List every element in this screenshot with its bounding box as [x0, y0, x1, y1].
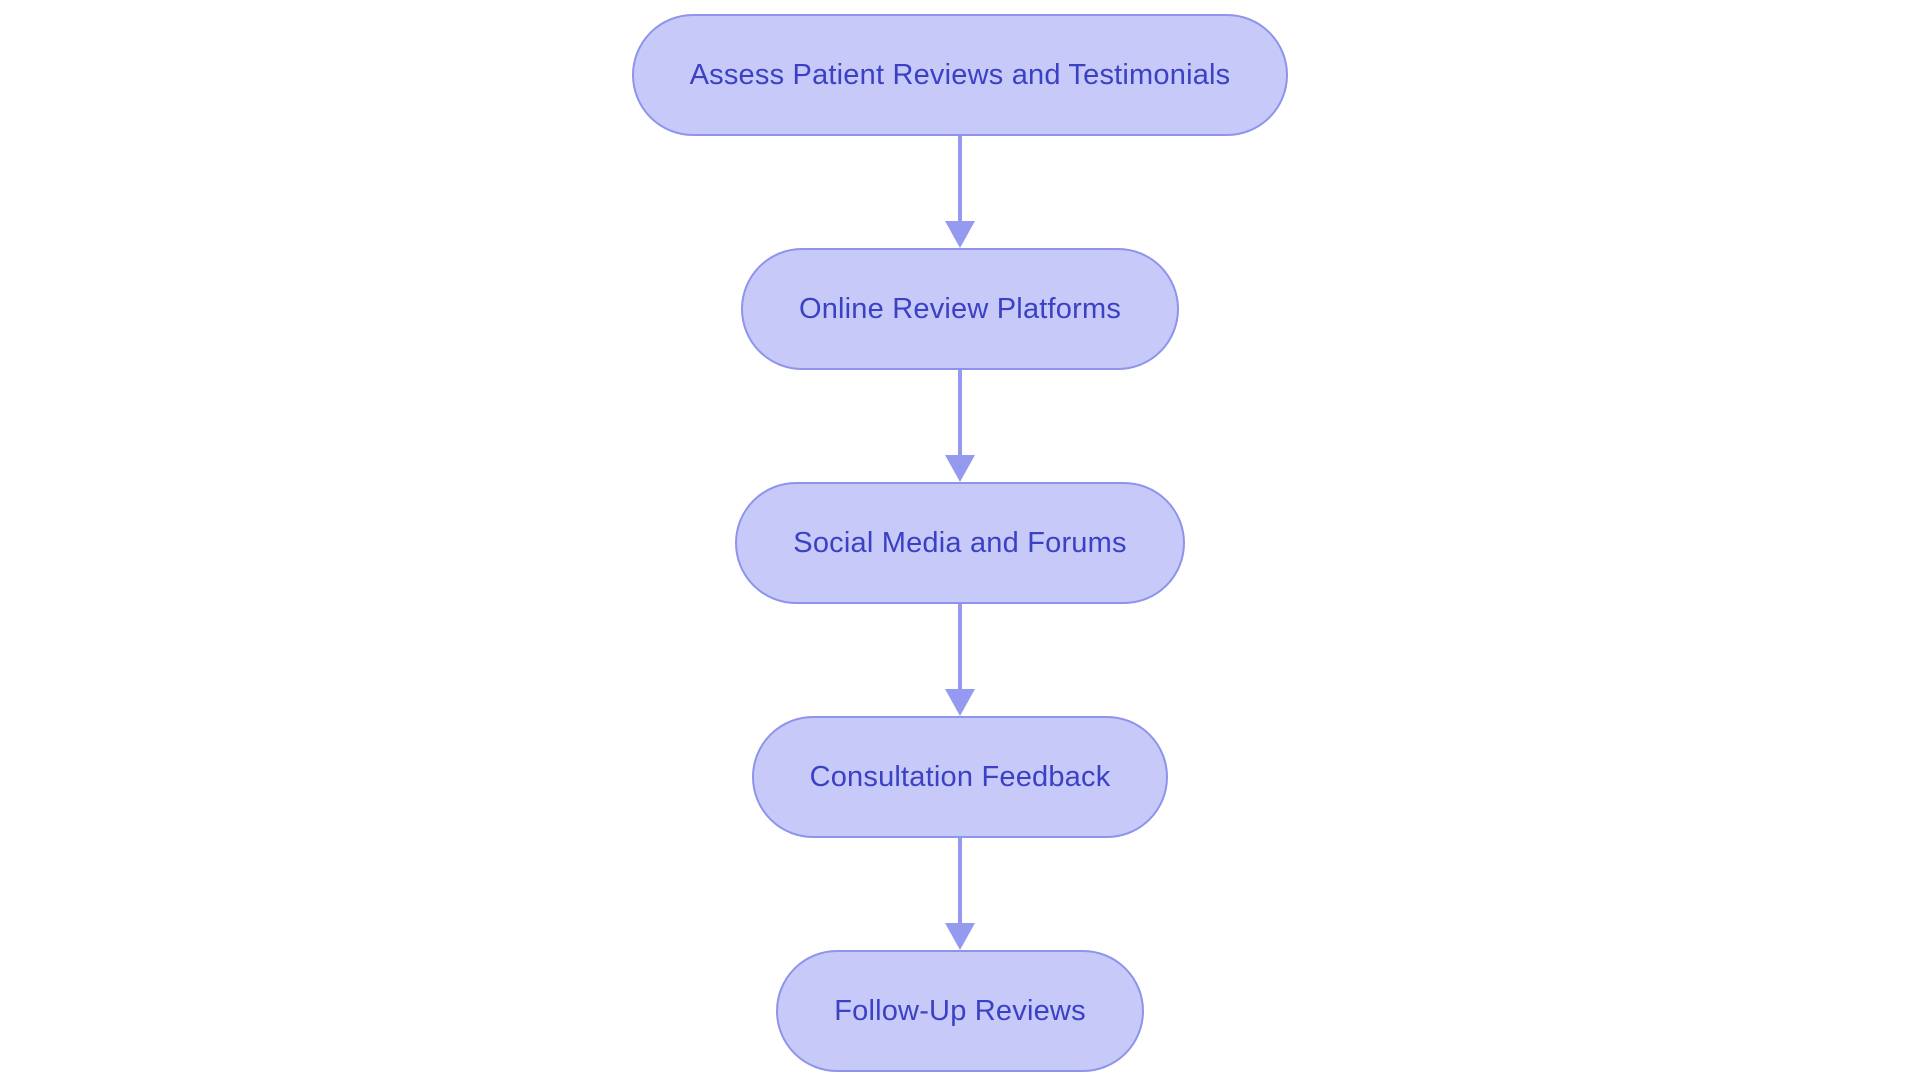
flow-node-online-review-platforms: Online Review Platforms — [740, 248, 1180, 370]
arrow-line — [958, 136, 962, 221]
flow-arrow-3 — [945, 604, 975, 716]
flow-arrow-1 — [945, 136, 975, 248]
arrow-head-down-icon — [945, 221, 975, 248]
arrow-line — [958, 838, 962, 923]
arrow-line — [958, 370, 962, 455]
flow-node-assess-patient-reviews: Assess Patient Reviews and Testimonials — [631, 14, 1289, 136]
flow-node-label: Follow-Up Reviews — [834, 994, 1086, 1027]
flow-node-label: Consultation Feedback — [809, 760, 1111, 793]
arrow-line — [958, 604, 962, 689]
flow-arrow-4 — [945, 838, 975, 950]
arrow-head-down-icon — [945, 689, 975, 716]
flow-node-label: Social Media and Forums — [793, 526, 1127, 559]
flow-node-label: Assess Patient Reviews and Testimonials — [689, 58, 1231, 91]
arrow-head-down-icon — [945, 455, 975, 482]
flow-node-label: Online Review Platforms — [798, 292, 1122, 325]
arrow-head-down-icon — [945, 923, 975, 950]
flow-node-consultation-feedback: Consultation Feedback — [751, 716, 1169, 838]
flow-node-social-media-forums: Social Media and Forums — [735, 482, 1185, 604]
flow-arrow-2 — [945, 370, 975, 482]
flow-node-follow-up-reviews: Follow-Up Reviews — [776, 950, 1144, 1072]
